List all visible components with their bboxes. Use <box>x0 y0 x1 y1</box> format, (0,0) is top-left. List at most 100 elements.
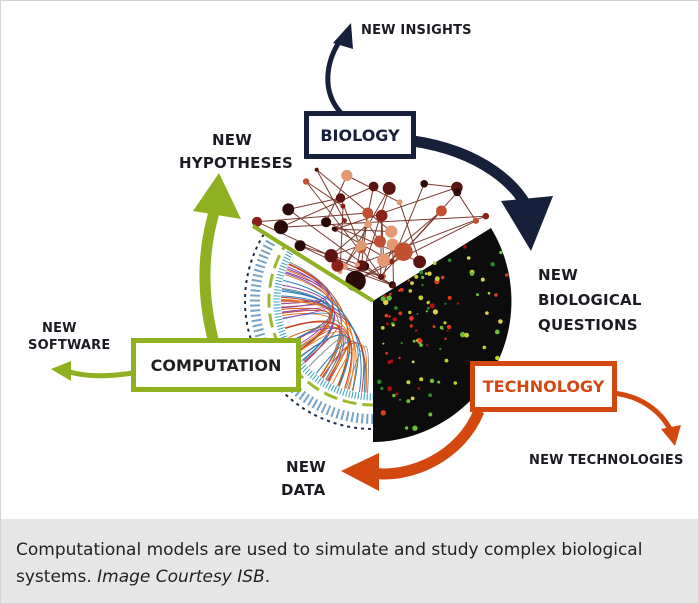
heatmap-dot <box>410 396 415 401</box>
heatmap-dot <box>425 310 428 313</box>
molecule-bond <box>280 186 374 228</box>
heatmap-dot <box>398 289 401 292</box>
heatmap-dot <box>412 425 418 431</box>
heatmap-dot <box>380 326 385 330</box>
molecule-atom <box>282 203 295 216</box>
molecule-atom <box>294 240 306 252</box>
heatmap-dot <box>406 399 411 404</box>
circos-chord <box>315 340 359 391</box>
heatmap-dot <box>417 387 421 390</box>
heatmap-dot <box>384 313 389 318</box>
heatmap-dot <box>421 283 424 287</box>
circos-chord <box>281 307 329 320</box>
label-new-technologies: NEW TECHNOLOGIES <box>529 453 684 468</box>
molecule-atom <box>394 242 413 261</box>
diagram: BIOLOGY COMPUTATION TECHNOLOGY NEW INSIG… <box>1 1 698 519</box>
heatmap-dot <box>388 315 391 318</box>
heatmap-dot <box>463 245 467 249</box>
molecule-bond <box>335 187 458 230</box>
heatmap-dot <box>426 301 430 305</box>
heatmap-dot <box>412 339 416 343</box>
molecule-atom <box>314 167 319 172</box>
heatmap-dot <box>460 331 466 338</box>
molecule-atom <box>362 207 374 219</box>
molecule-atom <box>368 181 379 192</box>
heatmap-dot <box>399 398 402 401</box>
heatmap-dot <box>407 279 411 282</box>
heatmap-dot <box>419 270 424 275</box>
heatmap-dot <box>408 289 413 293</box>
heatmap-dot <box>410 281 414 285</box>
heatmap-dot <box>391 323 395 327</box>
molecule-atom <box>377 253 391 267</box>
label-new-software-line1: NEW <box>42 321 77 336</box>
heatmap-dot <box>495 355 500 361</box>
technology-arrowhead <box>341 453 379 491</box>
heatmap-dot <box>380 410 386 416</box>
label-new-data-line2: DATA <box>281 481 326 499</box>
molecule-atom <box>378 274 385 280</box>
caption-text: Computational models are used to simulat… <box>16 540 643 587</box>
heatmap-dot <box>400 342 403 345</box>
molecule-atom <box>356 240 367 251</box>
heatmap-dot <box>480 277 485 282</box>
molecule-atom <box>302 178 310 185</box>
heatmap-dot <box>490 262 495 267</box>
molecule-bond <box>288 197 341 210</box>
heatmap-dot <box>499 250 503 255</box>
heatmap-dot <box>398 356 401 360</box>
molecule-bond <box>305 181 344 207</box>
molecule-atom <box>331 226 337 232</box>
heatmap-dot <box>419 377 424 382</box>
heatmap-dot <box>408 310 412 315</box>
heatmap-dot <box>444 358 449 363</box>
heatmap-dot <box>414 329 418 332</box>
molecule-atom <box>321 217 332 228</box>
heatmap-dot <box>415 339 419 342</box>
heatmap-dot <box>387 386 393 392</box>
heatmap-dot <box>392 393 396 398</box>
diagram-graphics <box>51 23 681 491</box>
heatmap-dot <box>421 275 425 279</box>
heatmap-dot <box>498 319 503 324</box>
heatmap-dot <box>380 296 386 302</box>
molecule-bond <box>316 169 346 221</box>
computation-to-hypotheses-arrow <box>199 204 222 341</box>
heatmap-dot <box>456 302 460 305</box>
heatmap-dot <box>444 337 447 340</box>
heatmap-dot <box>416 313 419 315</box>
heatmap-dot <box>386 295 392 301</box>
molecule-atom <box>331 259 344 272</box>
heatmap-dot <box>424 272 428 275</box>
circos-chord <box>289 261 343 379</box>
heatmap-dot <box>432 325 436 329</box>
heatmap-dot <box>487 291 491 295</box>
heatmap-dot <box>395 392 399 396</box>
molecule-atom <box>472 217 479 224</box>
molecule-atom <box>389 258 395 265</box>
circos-chord <box>285 321 353 389</box>
molecule-atom <box>324 249 338 263</box>
heatmap-dot <box>419 343 423 347</box>
new-insights-arrow <box>325 37 344 115</box>
circos-chord <box>282 313 353 390</box>
heatmap-dot <box>485 311 489 315</box>
heatmap-dot <box>377 379 382 384</box>
molecule-bond <box>256 212 368 223</box>
circos-chord <box>280 301 331 350</box>
heatmap-dot <box>429 378 435 384</box>
heatmap-dot <box>432 309 438 315</box>
label-new-bio-questions-line1: NEW <box>538 266 578 284</box>
heatmap-dot <box>446 329 449 332</box>
heatmap-dot <box>504 273 509 277</box>
molecule-bond <box>360 247 382 278</box>
computation-arrowhead <box>193 173 241 219</box>
molecule-atom <box>251 216 263 227</box>
molecule-atom <box>274 220 288 235</box>
heatmap-dot <box>447 258 452 263</box>
heatmap-dot <box>409 316 414 321</box>
heatmap-dot <box>399 287 404 292</box>
new-software-arrow <box>65 368 134 379</box>
molecule-bond <box>399 202 421 263</box>
heatmap-dot <box>494 293 498 297</box>
